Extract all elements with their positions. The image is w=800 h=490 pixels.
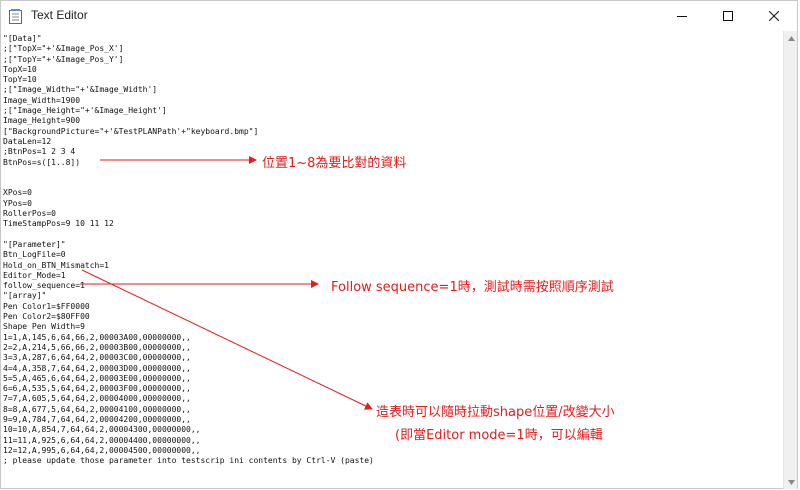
maximize-button[interactable] xyxy=(705,1,751,31)
vertical-scrollbar[interactable] xyxy=(783,31,797,489)
maximize-icon xyxy=(723,11,733,21)
editor-line: ["BackgroundPicture="+'&TestPLANPath'+"k… xyxy=(3,126,259,136)
editor-line: Image_Width=1900 xyxy=(3,95,81,105)
editor-line: DataLen=12 xyxy=(3,136,52,146)
editor-line: 2=2,A,214,5,66,66,2,00003B00,00000000,, xyxy=(3,342,191,352)
editor-line: BtnPos=s([1..8]) xyxy=(3,157,81,167)
editor-line: ;["Image_Height="+'&Image_Height'] xyxy=(3,106,167,116)
notepad-icon xyxy=(9,9,22,24)
annotation-follow-sequence: Follow sequence=1時，測試時需按照順序測試 xyxy=(331,280,614,295)
annotation-editor-mode-line2: (即當Editor mode=1時，可以編輯 xyxy=(395,428,603,443)
editor-line xyxy=(3,178,374,188)
editor-line: ;["TopY="+'&Image_Pos_Y'] xyxy=(3,54,124,64)
editor-line: RollerPos=0 xyxy=(3,209,56,219)
editor-line: 7=7,A,605,5,64,64,2,00004000,00000000,, xyxy=(3,394,191,404)
annotation-btnpos: 位置1~8為要比對的資料 xyxy=(262,156,407,171)
editor-line: XPos=0 xyxy=(3,188,32,198)
editor-line: Editor_Mode=1 xyxy=(3,270,66,280)
editor-line: ;["TopX="+'&Image_Pos_X'] xyxy=(3,44,124,54)
editor-line: Pen Color1=$FF0000 xyxy=(3,301,90,311)
chevron-up-icon xyxy=(787,35,795,41)
editor-line: Shape Pen Width=9 xyxy=(3,322,85,332)
editor-line: Hold_on_BTN_Mismatch=1 xyxy=(3,260,109,270)
editor-line: 10=10,A,854,7,64,64,2,00004300,00000000,… xyxy=(3,425,201,435)
minimize-icon xyxy=(677,16,687,17)
window-title: Text Editor xyxy=(31,8,88,22)
editor-line: Image_Height=900 xyxy=(3,116,81,126)
editor-line: 6=6,A,535,5,64,64,2,00003F00,00000000,, xyxy=(3,384,191,394)
editor-line: ; please update those parameter into tes… xyxy=(3,456,374,466)
editor-line xyxy=(3,230,374,240)
scroll-down-button[interactable] xyxy=(784,475,798,489)
close-icon xyxy=(769,11,779,21)
editor-line: TopX=10 xyxy=(3,64,37,74)
editor-line: 3=3,A,287,6,64,64,2,00003C00,00000000,, xyxy=(3,353,191,363)
editor-line: ;["Image_Width="+'&Image_Width'] xyxy=(3,85,158,95)
editor-line: "[array]" xyxy=(3,291,47,301)
editor-line: "[Parameter]" xyxy=(3,239,66,249)
minimize-button[interactable] xyxy=(659,1,705,31)
editor-line: 12=12,A,995,6,64,64,2,00004500,00000000,… xyxy=(3,445,201,455)
close-button[interactable] xyxy=(751,1,797,31)
scroll-up-button[interactable] xyxy=(784,31,798,45)
editor-line: 8=8,A,677,5,64,64,2,00004100,00000000,, xyxy=(3,404,191,414)
editor-text[interactable]: "[Data]";["TopX="+'&Image_Pos_X'];["TopY… xyxy=(3,34,374,466)
editor-line: 5=5,A,465,6,64,64,2,00003E00,00000000,, xyxy=(3,373,191,383)
editor-line: 1=1,A,145,6,64,66,2,00003A00,00000000,, xyxy=(3,332,191,342)
editor-line: YPos=0 xyxy=(3,198,32,208)
chevron-down-icon xyxy=(787,479,795,485)
title-bar[interactable]: Text Editor xyxy=(1,1,797,31)
editor-line: 4=4,A,358,7,64,64,2,00003D00,00000000,, xyxy=(3,363,191,373)
editor-line: ;BtnPos=1 2 3 4 xyxy=(3,147,76,157)
editor-line: 9=9,A,784,7,64,64,2,00004200,00000000,, xyxy=(3,414,191,424)
editor-line: Btn_LogFile=0 xyxy=(3,250,66,260)
editor-line: follow_sequence=1 xyxy=(3,281,85,291)
editor-line: TopY=10 xyxy=(3,75,37,85)
editor-line: "[Data]" xyxy=(3,34,42,43)
editor-line: 11=11,A,925,6,64,64,2,00004400,00000000,… xyxy=(3,435,201,445)
text-area[interactable]: "[Data]";["TopX="+'&Image_Pos_X'];["TopY… xyxy=(1,31,784,489)
editor-line: TimeStampPos=9 10 11 12 xyxy=(3,219,114,229)
annotation-editor-mode-line1: 造表時可以隨時拉動shape位置/改變大小 xyxy=(376,405,615,420)
editor-line: Pen Color2=$80FF00 xyxy=(3,312,90,322)
